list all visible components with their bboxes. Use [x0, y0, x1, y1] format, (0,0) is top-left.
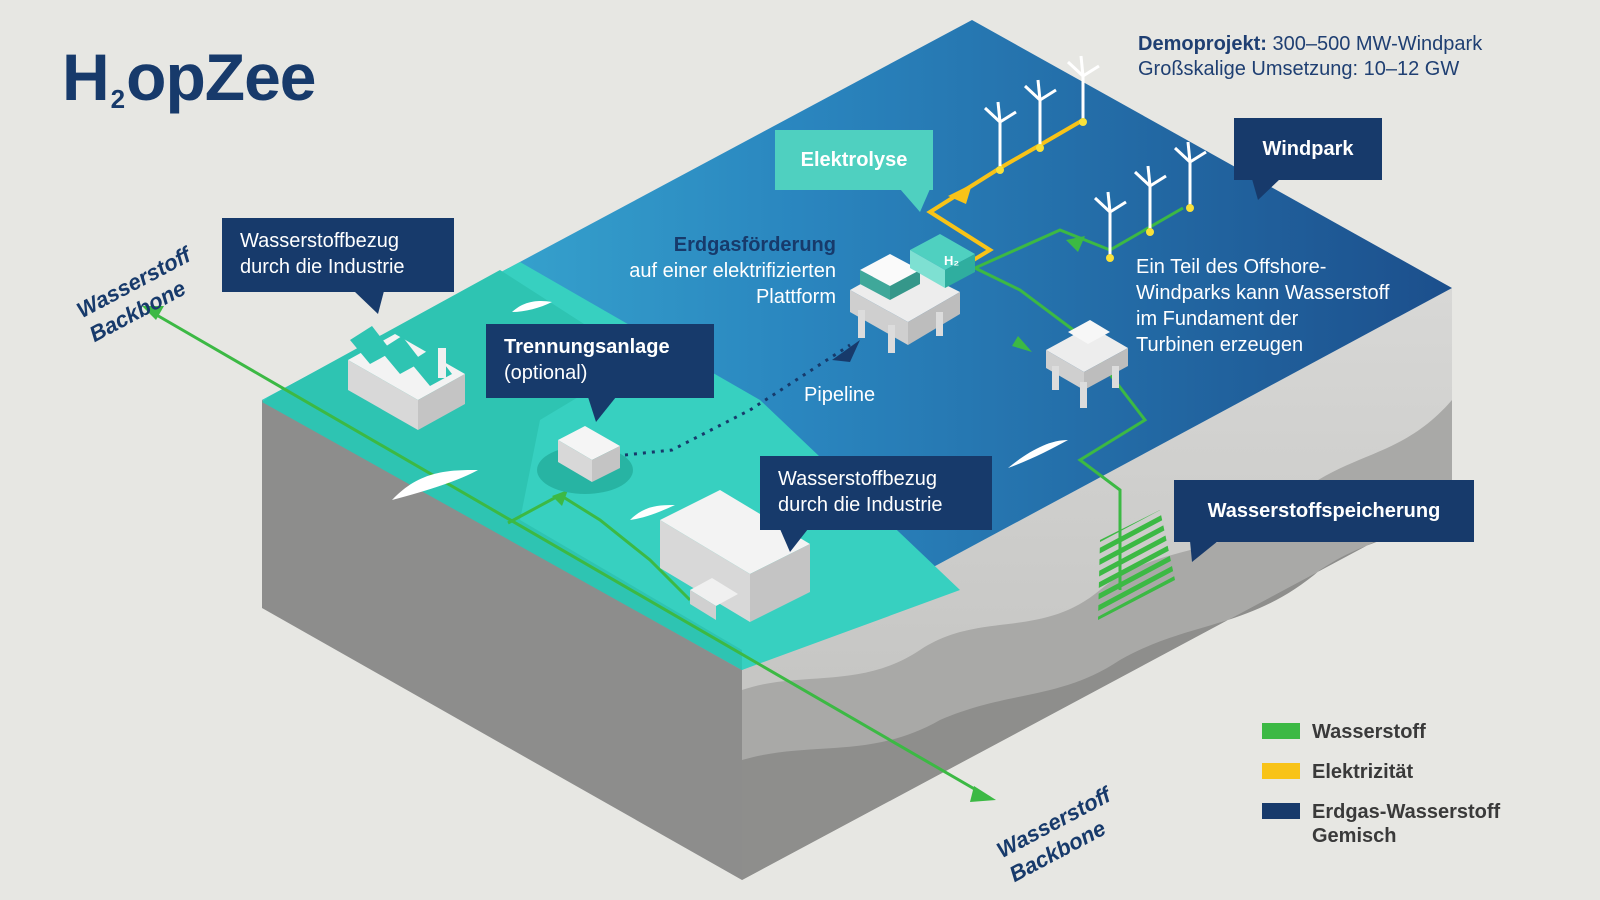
callout-storage: Wasserstoffspeicherung [1174, 480, 1474, 542]
callout-separation-plant: Trennungsanlage (optional) [486, 324, 714, 398]
pipeline-dotted [624, 343, 851, 457]
h2-line-land [507, 493, 692, 602]
h2-line-windpark [971, 206, 1184, 590]
backbone-line [147, 308, 991, 800]
h2-arrow-1 [1066, 236, 1085, 252]
legend-swatch-electricity [1262, 763, 1300, 779]
gas-platform [850, 234, 975, 353]
electricity-arrow [948, 184, 972, 204]
factory-left [348, 326, 465, 430]
page-title: H2opZee [62, 40, 317, 114]
h2-arrow-3 [552, 490, 568, 506]
demo-project-info: Demoprojekt: 300–500 MW-Windpark Großska… [1138, 32, 1482, 82]
callout-industry-left: Wasserstoffbezug durch die Industrie [222, 218, 454, 292]
label-h2-badge: H₂ [944, 253, 960, 268]
callout-industry-center: Wasserstoffbezug durch die Industrie [760, 456, 992, 530]
callout-elektrolyse: Elektrolyse [775, 130, 933, 190]
demo-label: Demoprojekt: [1138, 33, 1267, 55]
h2-arrow-2 [1012, 336, 1032, 352]
label-pipeline: Pipeline [804, 384, 876, 406]
industry-building [660, 490, 810, 622]
offshore-platform [1046, 320, 1128, 408]
separation-plant [537, 426, 633, 494]
block-left-face [262, 400, 742, 880]
callout-windpark: Windpark [1234, 118, 1382, 180]
large-scale-capacity: Großskalige Umsetzung: 10–12 GW [1138, 58, 1460, 80]
demo-capacity: 300–500 MW-Windpark [1272, 33, 1483, 55]
backbone-arrow-right [970, 786, 996, 802]
label-erdgasfoerderung: Erdgasförderung auf einer elektrifiziert… [629, 234, 836, 308]
pipeline-arrow [832, 340, 860, 362]
label-offshore-hydrogen: Ein Teil des Offshore- Windparks kann Wa… [1136, 256, 1390, 356]
turbine-group-right [1093, 141, 1207, 258]
legend-swatch-hydrogen [1262, 723, 1300, 739]
legend-swatch-gas-mix [1262, 803, 1300, 819]
clouds [392, 301, 1068, 520]
turbine-bases [996, 118, 1194, 262]
turbine-group-top [983, 55, 1100, 170]
backbone-arrow-left [142, 306, 164, 320]
storage-stripes [1098, 510, 1175, 620]
strata-dark [742, 500, 1452, 880]
